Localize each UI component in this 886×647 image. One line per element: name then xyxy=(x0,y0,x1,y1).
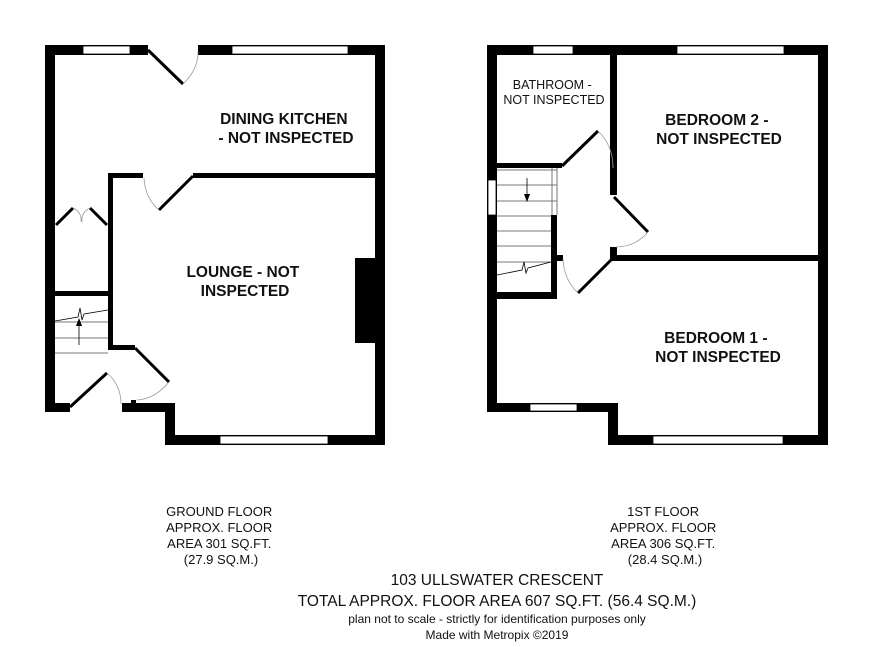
cupboard-doors xyxy=(54,206,109,227)
staircase xyxy=(496,168,558,276)
staircase xyxy=(54,307,109,354)
disclaimer: plan not to scale - strictly for identif… xyxy=(348,612,645,626)
address: 103 ULLSWATER CRESCENT xyxy=(391,572,604,589)
back-door xyxy=(146,48,199,86)
kitchen-lounge-door xyxy=(143,174,195,212)
first-floor-caption: 1ST FLOOR APPROX. FLOOR AREA 306 SQ.FT. … xyxy=(610,504,720,567)
window xyxy=(231,45,349,55)
chimney-breast xyxy=(355,258,375,343)
window xyxy=(676,45,785,55)
room-label-dining-kitchen: DINING KITCHEN - NOT INSPECTED xyxy=(218,111,353,147)
room-label-bedroom-2: BEDROOM 2 - NOT INSPECTED xyxy=(656,112,782,148)
room-label-lounge: LOUNGE - NOT INSPECTED xyxy=(186,264,303,300)
bedroom-1-door xyxy=(562,257,614,295)
bathroom-door xyxy=(560,129,614,169)
total-area: TOTAL APPROX. FLOOR AREA 607 SQ.FT. (56.… xyxy=(298,593,697,610)
first-floor-plan: BATHROOM - NOT INSPECTED BEDROOM 2 - NOT… xyxy=(487,45,828,445)
front-door xyxy=(68,371,122,409)
window xyxy=(82,45,131,55)
bedroom-2-door xyxy=(612,195,650,248)
ground-floor-caption: GROUND FLOOR APPROX. FLOOR AREA 301 SQ.F… xyxy=(166,504,276,567)
room-label-bathroom: BATHROOM - NOT INSPECTED xyxy=(503,78,604,107)
lounge-door xyxy=(133,346,171,401)
arrow-up-icon xyxy=(76,318,82,326)
credit: Made with Metropix ©2019 xyxy=(426,628,569,642)
window xyxy=(652,435,784,445)
window xyxy=(532,45,574,55)
window xyxy=(487,179,497,216)
window xyxy=(219,435,329,445)
window xyxy=(529,403,578,412)
room-label-bedroom-1: BEDROOM 1 - NOT INSPECTED xyxy=(655,330,781,366)
ground-floor-plan: DINING KITCHEN - NOT INSPECTED LOUNGE - … xyxy=(45,45,385,445)
arrow-down-icon xyxy=(524,194,530,202)
